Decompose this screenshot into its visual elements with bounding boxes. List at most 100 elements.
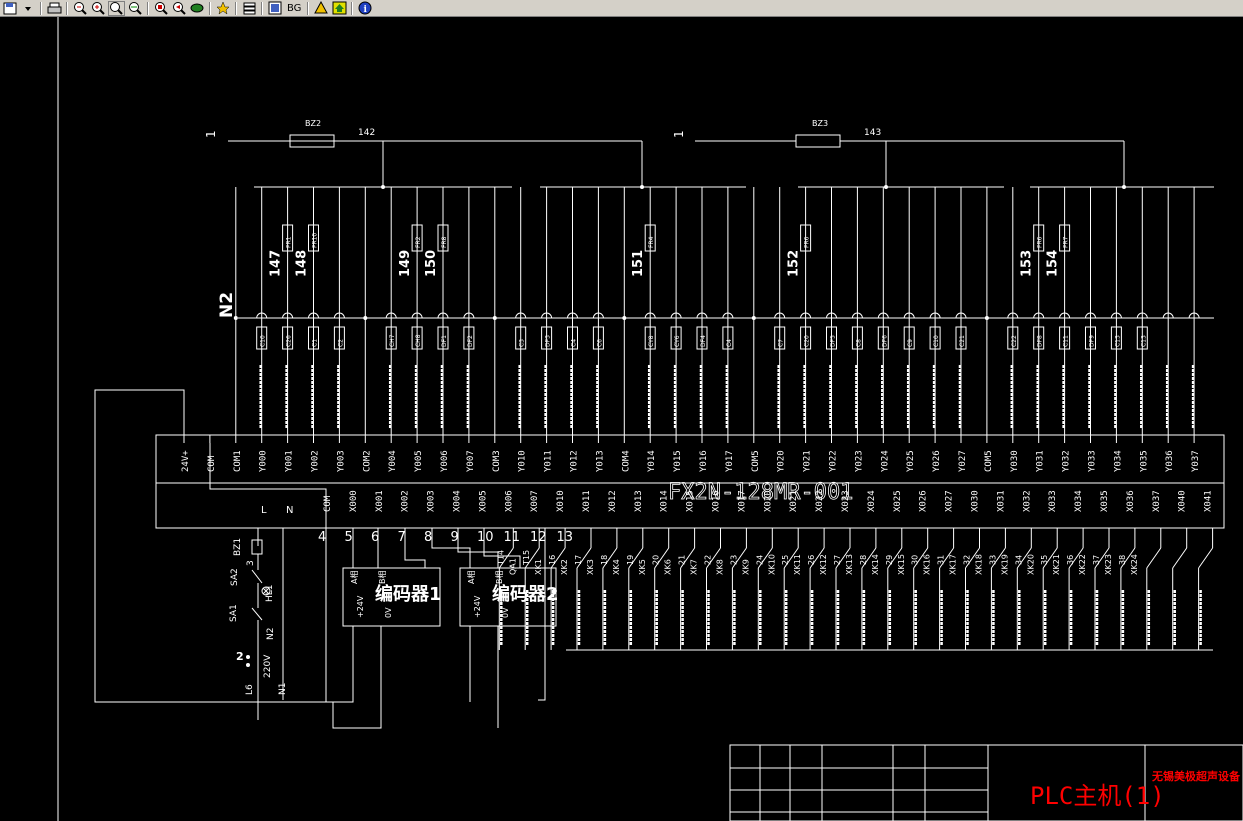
- save-icon[interactable]: [2, 1, 18, 16]
- contact-symbol: [1033, 312, 1045, 319]
- zoom-window-icon[interactable]: [108, 0, 125, 16]
- input-label: 21: [678, 555, 687, 565]
- plc-output-terminal: Y014: [647, 450, 657, 472]
- thermal-relay-label: FR4: [648, 236, 655, 248]
- contact-symbol: [437, 312, 449, 319]
- svg-text:HL1: HL1: [265, 584, 275, 602]
- plc-input-terminal: X017: [737, 490, 747, 512]
- frame-icon[interactable]: [267, 1, 283, 16]
- thermal-relay: [282, 224, 294, 252]
- coil-label: DF4: [700, 335, 707, 347]
- coil-label: CY6: [674, 335, 681, 347]
- coil-label: C8: [855, 339, 862, 347]
- svg-text:B相: B相: [494, 571, 504, 585]
- svg-text:220V: 220V: [263, 654, 273, 678]
- input-label: XK15: [897, 554, 906, 575]
- input-label: 16: [548, 555, 557, 565]
- contact-symbol: [696, 312, 708, 319]
- contact-symbol: [800, 312, 812, 319]
- plc-input-terminal: X025: [893, 490, 903, 512]
- switch-contact: [1068, 547, 1084, 569]
- encoder-wiring: [325, 528, 546, 729]
- switch-contact: [1016, 547, 1032, 569]
- plc-output-terminal: Y013: [595, 450, 605, 472]
- junction: [363, 316, 368, 320]
- home-icon[interactable]: [331, 1, 347, 16]
- plc-input-terminal: X036: [1126, 490, 1136, 512]
- thermal-relay-label: FR7: [1063, 236, 1070, 248]
- input-label: XK21: [1052, 554, 1061, 575]
- switch-contact: [913, 547, 929, 569]
- wire: [209, 443, 327, 528]
- toolbar-separator: [40, 1, 42, 15]
- n2-label: N2: [217, 292, 237, 318]
- input-label: XK12: [819, 554, 828, 575]
- zoom-previous-icon[interactable]: [171, 1, 187, 16]
- layer-icon[interactable]: [189, 1, 205, 16]
- plc-input-terminal: X034: [1074, 490, 1084, 512]
- zoom-out-icon[interactable]: [72, 1, 88, 16]
- input-wire-number: 4: [318, 530, 326, 545]
- input-label: XK23: [1104, 554, 1113, 575]
- coil-label: C4: [726, 339, 733, 347]
- switch-contact: [1172, 547, 1188, 569]
- switch-contact: [783, 547, 799, 569]
- switch-contact: [731, 547, 747, 569]
- coil-label: DF2: [467, 335, 474, 347]
- regen-icon[interactable]: [215, 1, 231, 16]
- thermal-relay: [1033, 224, 1045, 252]
- plc-input-terminal: X004: [453, 490, 463, 512]
- plc-output-terminal: Y017: [725, 450, 735, 472]
- fuse-bz3: [795, 134, 841, 148]
- coil: [929, 326, 941, 350]
- plc-output-terminal: Y027: [958, 450, 968, 472]
- coil-label: DF5: [830, 335, 837, 347]
- plc-output-terminal: Y010: [518, 450, 528, 472]
- bg-button[interactable]: BG: [287, 2, 302, 14]
- print-icon[interactable]: [46, 1, 62, 16]
- circuit-number: 151: [631, 250, 646, 277]
- svg-text:0V: 0V: [384, 607, 393, 618]
- coil: [774, 326, 786, 350]
- input-label: 36: [1066, 555, 1075, 565]
- plc-output-terminal: COM: [207, 455, 217, 472]
- plc-output-terminal: Y003: [336, 450, 346, 472]
- circuit-number: 147: [269, 250, 284, 277]
- coil: [567, 326, 578, 350]
- plc-output-terminal: Y001: [285, 450, 295, 472]
- encoder-1: 编码器1 A相 B相 +24V 0V: [342, 567, 442, 627]
- drawing-canvas[interactable]: 1 BZ2 142 1 BZ3 143 N2 C10FR1147C26FR101…: [0, 17, 1243, 821]
- junction: [492, 316, 497, 320]
- zoom-in-icon[interactable]: [90, 1, 106, 16]
- coil-label: C9: [907, 339, 914, 347]
- input-label: XK16: [923, 554, 932, 575]
- coil-label: C1: [312, 339, 319, 347]
- input-wire-number: 6: [371, 530, 379, 545]
- contact-symbol: [256, 312, 268, 319]
- plc-input-terminal: X010: [556, 490, 566, 512]
- coil-label: C7: [778, 339, 785, 347]
- plc-input-terminal: X003: [427, 490, 437, 512]
- plc-input-terminal: X032: [1022, 490, 1032, 512]
- svg-text:+24V: +24V: [356, 595, 365, 618]
- zoom-extents-icon[interactable]: [153, 1, 169, 16]
- info-icon[interactable]: i: [357, 1, 373, 16]
- contact-symbol: [411, 312, 423, 319]
- coil: [592, 326, 604, 350]
- coil: [385, 326, 397, 350]
- lock-icon[interactable]: [313, 1, 329, 16]
- input-label: XK1: [534, 559, 543, 575]
- plc-output-terminal: COM5: [751, 450, 761, 472]
- contact-symbol: [567, 312, 578, 319]
- coil-label: C26: [286, 335, 293, 347]
- plc-output-terminal: Y030: [1010, 450, 1020, 472]
- coil: [644, 326, 656, 350]
- plc-output-terminal: Y015: [673, 450, 683, 472]
- dropdown-icon[interactable]: [20, 1, 36, 16]
- layers-list-icon[interactable]: [241, 1, 257, 16]
- pan-icon[interactable]: [127, 1, 143, 16]
- thermal-relay: [308, 224, 319, 252]
- coil: [670, 326, 682, 350]
